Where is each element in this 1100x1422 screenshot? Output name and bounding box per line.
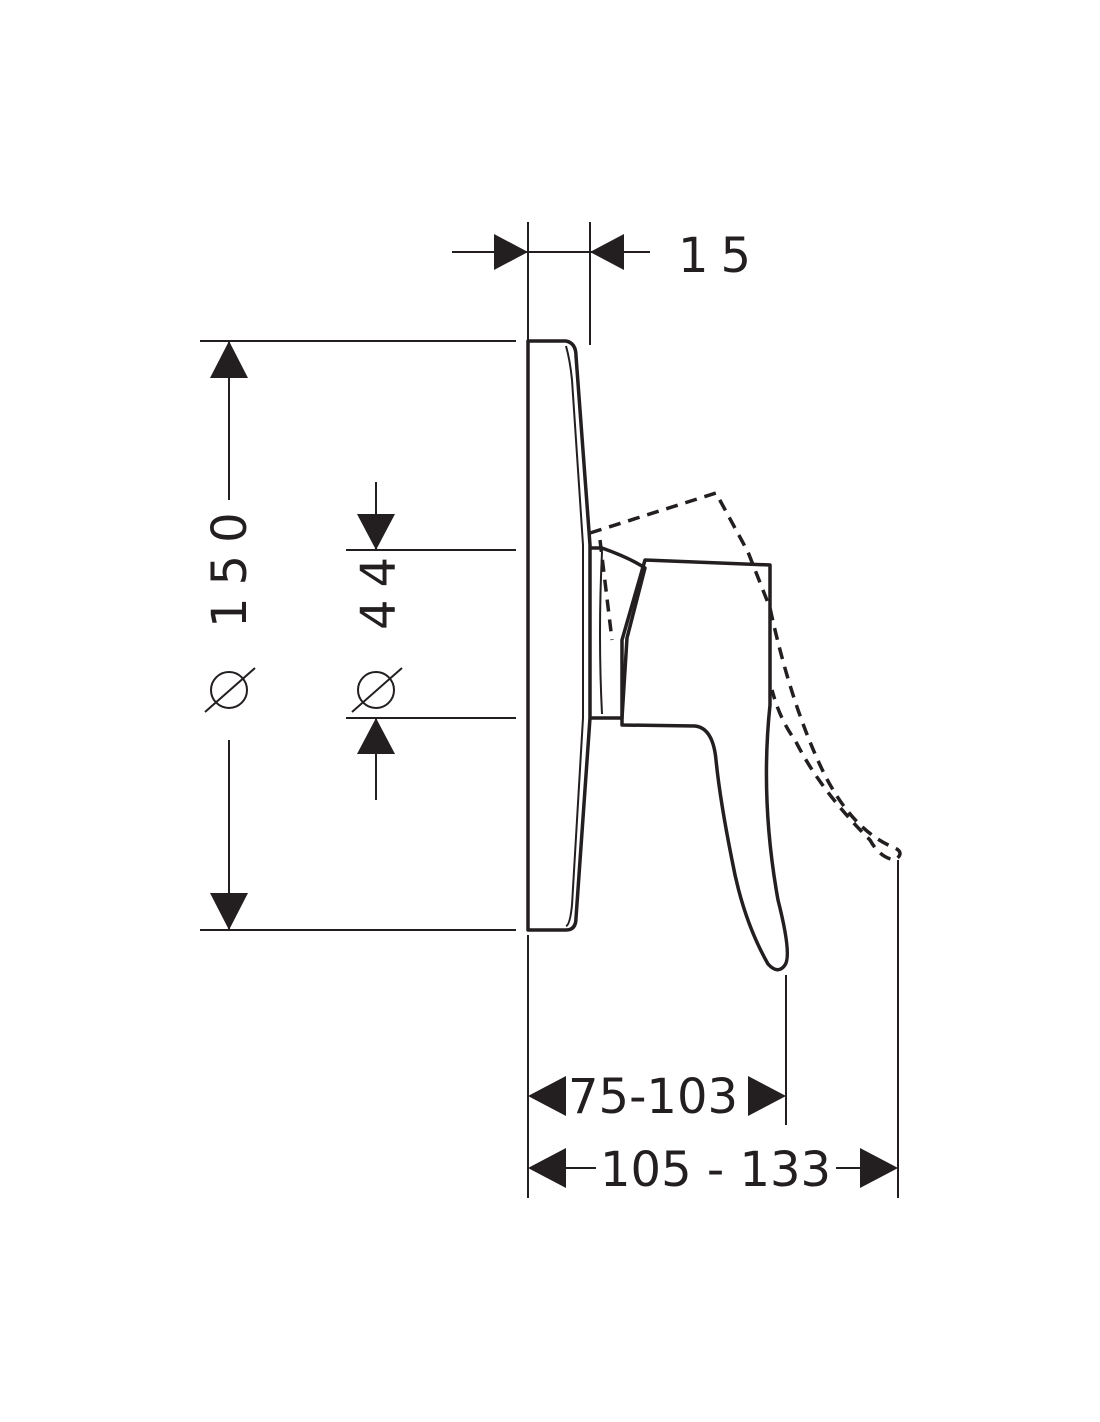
dim-44-arrow-top [357,514,395,550]
dim-150-label: 150 [202,500,258,628]
hub [590,546,647,720]
dimension-75-103: 75-103 [528,1069,786,1125]
dim-15-arrow-left [494,234,528,270]
dim-150-arrow-top [210,341,248,378]
dim-105-133-label: 105 - 133 [600,1142,831,1198]
dim-105-arrow-left [528,1148,566,1188]
dimension-105-133: 105 - 133 [528,1142,898,1198]
lever-handle [620,558,790,972]
dim-75-103-label: 75-103 [568,1069,738,1125]
bottom-extension-lines [527,860,899,1198]
dim-150-arrow-bottom [210,893,248,930]
dim-75-arrow-right [748,1076,786,1116]
diameter-symbol-44 [351,667,403,713]
dimension-44: 44 [346,482,516,800]
dim-105-arrow-right [860,1148,898,1188]
lever-handle-alt-position [589,490,902,862]
dim-44-arrow-bottom [357,718,395,754]
dim-15-label: 15 [678,228,763,284]
dim-44-label: 44 [351,545,407,630]
cover-plate [526,339,592,932]
dimension-150: 150 [200,340,516,931]
diameter-symbol-150 [204,667,256,713]
dimension-15: 15 [452,222,763,345]
dim-75-arrow-left [528,1076,566,1116]
dim-15-arrow-right [590,234,624,270]
